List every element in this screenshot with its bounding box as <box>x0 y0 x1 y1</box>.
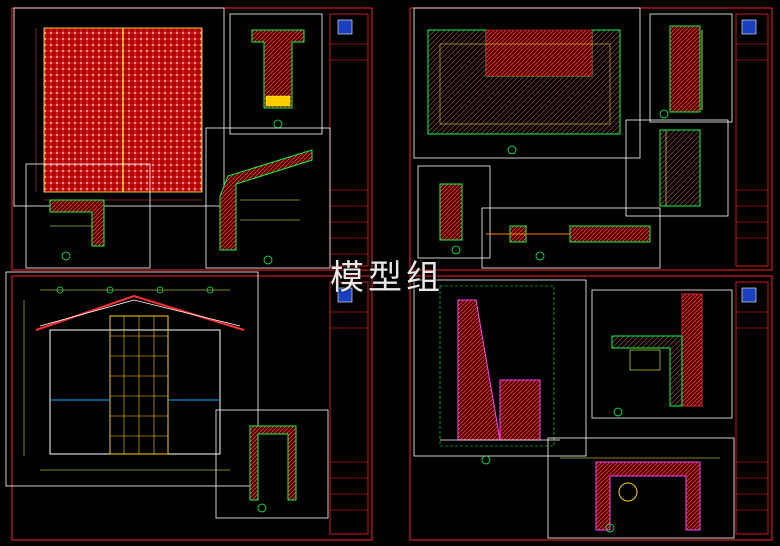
corner-section-detail <box>49 199 105 247</box>
detail-marker <box>61 251 71 261</box>
detail-marker <box>659 109 669 119</box>
viewport-frame <box>417 165 491 259</box>
viewport-frame <box>215 409 329 519</box>
detail-marker <box>481 455 491 465</box>
viewport-frame <box>5 271 259 487</box>
title-block <box>329 281 369 535</box>
detail-marker <box>451 245 461 255</box>
sheet-4 <box>409 275 773 541</box>
profile-section-detail <box>439 183 463 241</box>
detail-marker <box>263 255 273 265</box>
logo-icon <box>741 19 757 35</box>
viewport-frame <box>649 13 733 123</box>
title-block-lines <box>330 43 368 255</box>
detail-marker <box>613 407 623 417</box>
detail-marker <box>605 523 615 533</box>
beam-section-detail <box>569 225 651 243</box>
viewport-frame <box>547 437 735 539</box>
viewport-frame <box>413 279 587 457</box>
roof-outline <box>35 294 245 331</box>
watermark: 模型组 <box>330 258 444 298</box>
viewport-frame <box>481 207 661 269</box>
door-frame-detail <box>249 425 297 501</box>
moulding-section-detail <box>611 335 683 407</box>
column-section-detail <box>659 129 701 207</box>
viewport-frame <box>25 163 151 269</box>
niche-section-detail <box>595 461 701 531</box>
title-block <box>735 281 769 535</box>
viewport-frame <box>205 127 331 269</box>
viewport-frame <box>413 7 641 159</box>
detail-marker <box>257 503 267 513</box>
logo-icon <box>337 19 353 35</box>
viewport-frame <box>625 119 729 217</box>
t-section-detail <box>251 29 305 109</box>
logo-icon <box>741 287 757 303</box>
viewport-frame <box>591 289 733 419</box>
sheet-3 <box>5 271 373 541</box>
sheet-border <box>11 275 373 541</box>
title-block <box>735 13 769 267</box>
wall-section-detail <box>669 25 701 113</box>
sheet-border <box>409 275 773 541</box>
viewport-frame <box>13 7 225 207</box>
viewport-frame <box>229 13 323 135</box>
eave-section-detail <box>219 149 313 251</box>
logo-icon <box>337 287 353 303</box>
detail-marker <box>507 145 517 155</box>
sheet-1 <box>11 7 373 271</box>
detail-marker <box>535 251 545 261</box>
sheet-2 <box>409 7 773 271</box>
